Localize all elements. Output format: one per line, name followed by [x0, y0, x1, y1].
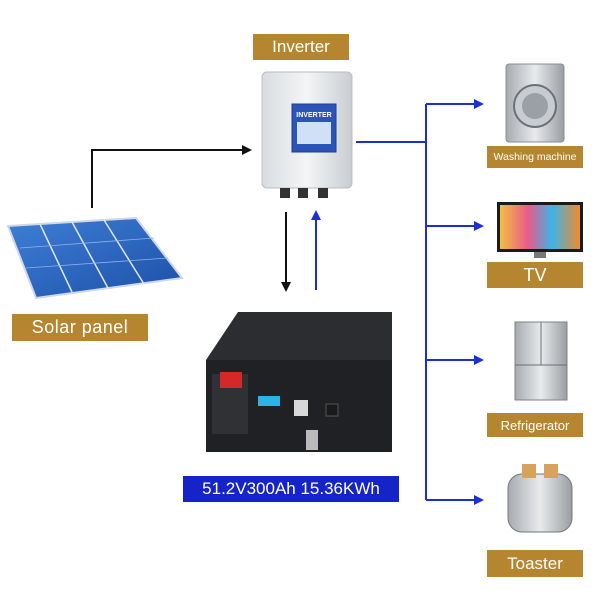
inverter-screen-text: INVERTER: [296, 112, 331, 119]
panel-to-inverter-arrow: [91, 145, 252, 208]
toaster-label: Toaster: [487, 550, 583, 577]
battery-image: [206, 312, 392, 452]
washing-machine-image: [505, 63, 565, 143]
toaster-image: [507, 464, 573, 533]
battery-spec-label: 51.2V300Ah 15.36KWh: [183, 476, 399, 502]
refrigerator-image: [514, 321, 568, 401]
washing-machine-label: Washing machine: [487, 146, 583, 168]
refrigerator-label: Refrigerator: [487, 413, 583, 437]
solar-panel-image: [6, 216, 184, 300]
tv-label: TV: [487, 262, 583, 288]
inverter-image: INVERTER: [261, 71, 353, 198]
solar-panel-label: Solar panel: [12, 314, 148, 341]
ac-distribution-lines: [356, 99, 484, 505]
inverter-label: Inverter: [253, 34, 349, 60]
tv-image: [497, 202, 583, 258]
